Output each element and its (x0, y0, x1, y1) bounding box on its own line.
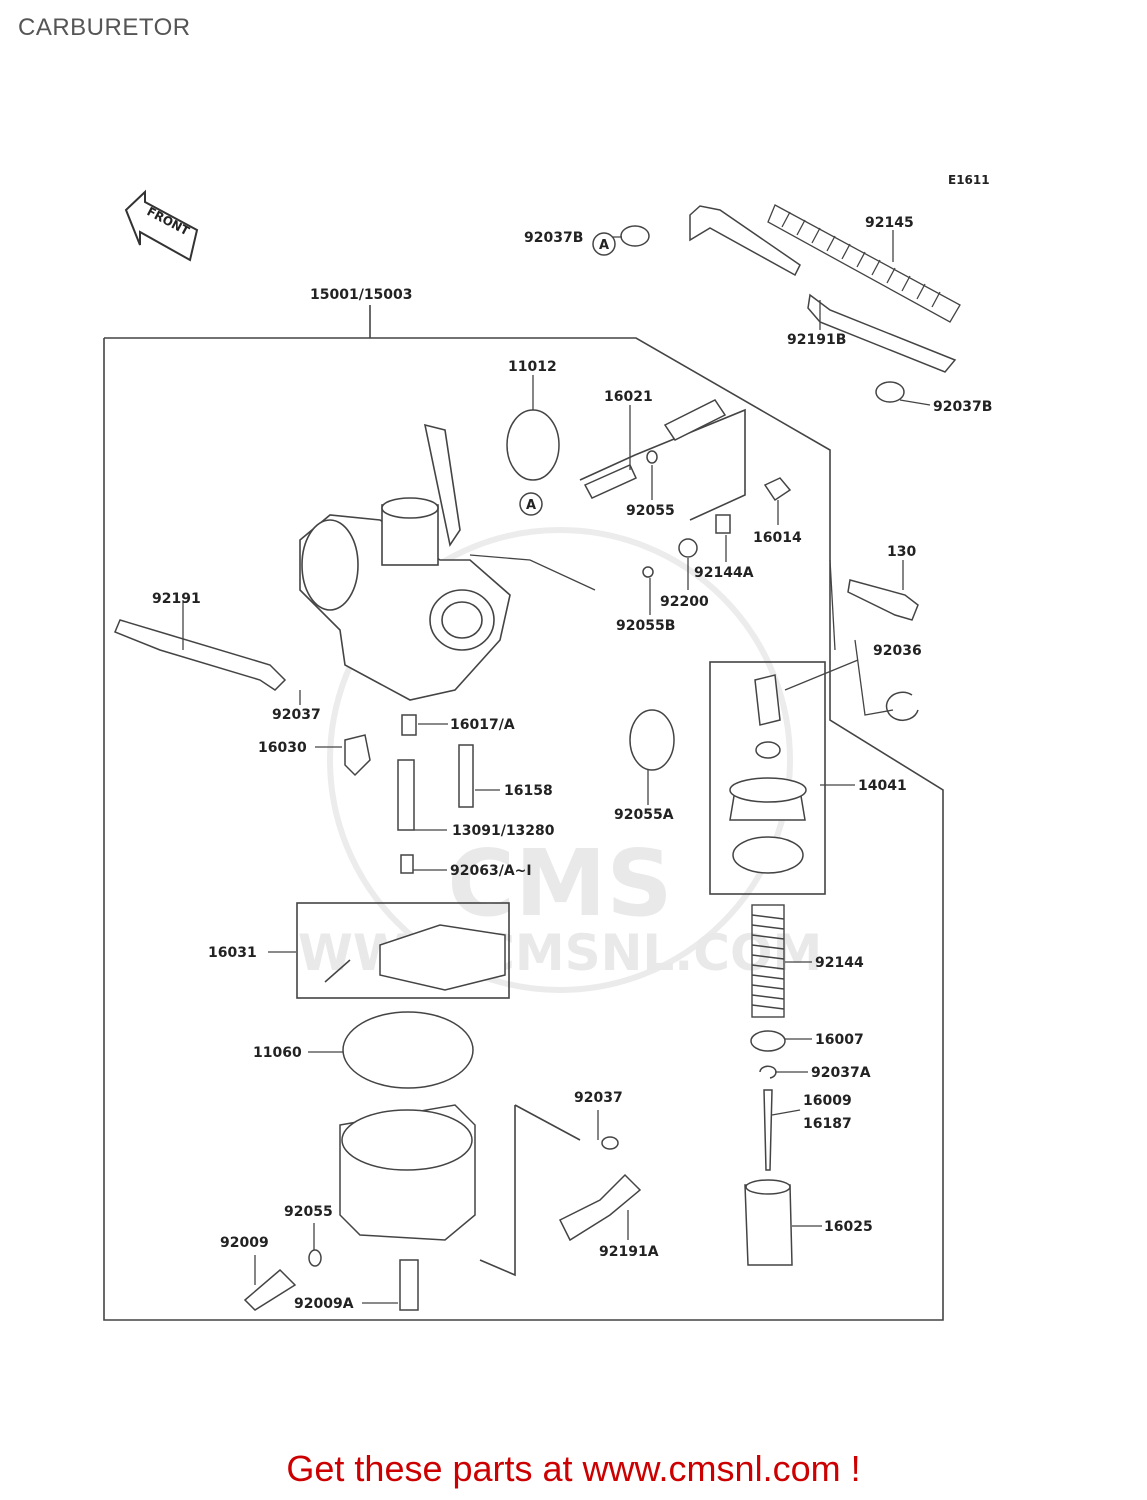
callout-92200: 92200 (660, 594, 709, 610)
callout-92144: 92144 (815, 955, 864, 971)
group-box-16031 (296, 902, 510, 999)
watermark-logo: CMS (447, 830, 672, 937)
callout-92037-left: 92037 (272, 707, 321, 723)
callout-92009: 92009 (220, 1235, 269, 1251)
part-92055a (629, 709, 675, 771)
callout-92144a: 92144A (694, 565, 754, 581)
part-16025 (744, 1184, 793, 1266)
carburetor-body (299, 423, 511, 701)
part-11012 (506, 409, 560, 481)
footer-cta-link[interactable]: Get these parts at www.cmsnl.com ! (286, 1448, 861, 1489)
marker-a-mid: A (519, 492, 543, 516)
callout-11012: 11012 (508, 359, 557, 375)
callout-92055-bot: 92055 (284, 1204, 333, 1220)
hose-92191b-upper (689, 205, 801, 277)
part-13091 (397, 759, 415, 831)
part-16031 (379, 924, 506, 991)
callout-16187: 16187 (803, 1116, 852, 1132)
watermark-url: WWW.CMSNL.COM (298, 924, 823, 982)
callout-92055b: 92055B (616, 618, 675, 634)
marker-a-top: A (592, 232, 616, 256)
callout-92037a: 92037A (811, 1065, 871, 1081)
callout-15001: 15001/15003 (310, 287, 413, 303)
small-parts (243, 225, 919, 1311)
part-130 (847, 579, 919, 621)
callout-13091: 13091/13280 (452, 823, 555, 839)
marker-a-top-letter: A (599, 238, 609, 253)
callout-92191b: 92191B (787, 332, 846, 348)
callout-92036: 92036 (873, 643, 922, 659)
spring-92144 (751, 904, 785, 1018)
callout-16014: 16014 (753, 530, 802, 546)
callout-92055a: 92055A (614, 807, 674, 823)
callout-92009a: 92009A (294, 1296, 354, 1312)
callout-16030: 16030 (258, 740, 307, 756)
callout-14041: 14041 (858, 778, 907, 794)
part-16030 (344, 734, 371, 777)
hoses (114, 205, 957, 1242)
callout-92055-top: 92055 (626, 503, 675, 519)
callout-16158: 16158 (504, 783, 553, 799)
callout-92037b-top: 92037B (524, 230, 583, 246)
part-14041-top (754, 674, 781, 726)
callout-16031: 16031 (208, 945, 257, 961)
part-92009a (399, 1259, 419, 1311)
callout-labels: 92037B 92145 92191B 92037B 15001/15003 1… (152, 215, 992, 1312)
group-box-14041 (709, 661, 826, 895)
part-16014 (763, 477, 792, 502)
marker-a-mid-letter: A (526, 498, 536, 513)
assembly-frame (103, 305, 944, 1321)
watermark: CMS WWW.CMSNL.COM (298, 527, 823, 993)
part-92009 (243, 1268, 297, 1311)
part-11060 (342, 1011, 474, 1089)
part-92055b (642, 566, 654, 578)
callout-16017: 16017/A (450, 717, 515, 733)
group-box-16021 (579, 408, 746, 521)
callout-92037-mid: 92037 (574, 1090, 623, 1106)
hose-92191 (114, 619, 287, 691)
page-title: CARBURETOR (18, 14, 191, 41)
callout-92191a: 92191A (599, 1244, 659, 1260)
part-92055-bot (308, 1249, 322, 1267)
callout-16009: 16009 (803, 1093, 852, 1109)
part-16021-spring (583, 464, 637, 499)
callout-92191: 92191 (152, 591, 201, 607)
leader-lines (182, 230, 931, 1304)
front-arrow-icon: FRONT (124, 189, 199, 262)
callout-92037b-bot: 92037B (933, 399, 992, 415)
part-16007 (750, 1030, 786, 1052)
part-92200 (678, 538, 698, 558)
callout-16007: 16007 (815, 1032, 864, 1048)
hose-92191a (558, 1173, 642, 1242)
callout-92063: 92063/A~I (450, 863, 532, 879)
callout-92145: 92145 (865, 215, 914, 231)
hose-92191b-lower (807, 293, 957, 373)
callout-11060: 11060 (253, 1045, 302, 1061)
callout-130: 130 (887, 544, 916, 560)
callout-16021: 16021 (604, 389, 653, 405)
part-16021-screw (663, 399, 727, 441)
part-16158 (458, 744, 474, 808)
diagram-code: E1611 (948, 173, 990, 187)
part-16009 (763, 1089, 773, 1171)
spring-hose-92145 (767, 204, 961, 323)
callout-16025: 16025 (824, 1219, 873, 1235)
